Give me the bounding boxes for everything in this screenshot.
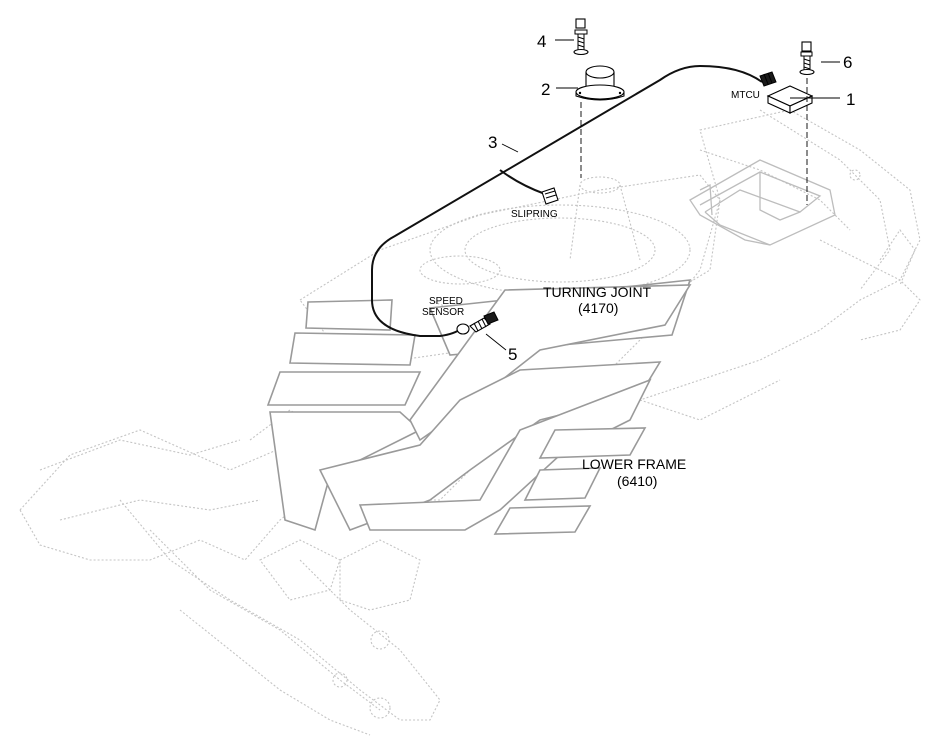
- leader-lines: [485, 39, 840, 351]
- lower-frame-plates: [266, 279, 692, 535]
- turning-joint-code: (4170): [578, 300, 618, 316]
- callout-3: 3: [488, 133, 497, 152]
- bolt-part-6: [799, 41, 815, 76]
- callout-2: 2: [541, 80, 550, 99]
- mtcu-label: MTCU: [731, 90, 760, 101]
- callout-4: 4: [537, 32, 546, 51]
- slipring-cover-part-2: [575, 65, 625, 101]
- mtcu-part-1: [766, 85, 814, 114]
- callout-6: 6: [843, 53, 852, 72]
- bolt-part-4: [573, 18, 589, 56]
- lower-frame-code: (6410): [617, 473, 657, 489]
- slipring-label: SLIPRING: [511, 209, 558, 220]
- sensor-label: SENSOR: [422, 307, 464, 318]
- callout-1: 1: [846, 90, 855, 109]
- callout-numbers: 1 2 3 4 5 6: [488, 32, 855, 364]
- mtcu-connector: [759, 71, 777, 87]
- speed-sensor-part-5: [456, 311, 499, 335]
- part-labels: MTCU SLIPRING SPEED SENSOR TURNING JOINT…: [422, 90, 760, 489]
- slipring-connector: [541, 187, 559, 205]
- wiring-harness-part-3: [371, 64, 763, 337]
- callout-5: 5: [508, 345, 517, 364]
- turning-joint-label: TURNING JOINT: [543, 284, 652, 300]
- speed-label: SPEED: [429, 296, 463, 307]
- mtcu-mounting-box: [689, 159, 836, 246]
- lower-frame-label: LOWER FRAME: [582, 456, 686, 472]
